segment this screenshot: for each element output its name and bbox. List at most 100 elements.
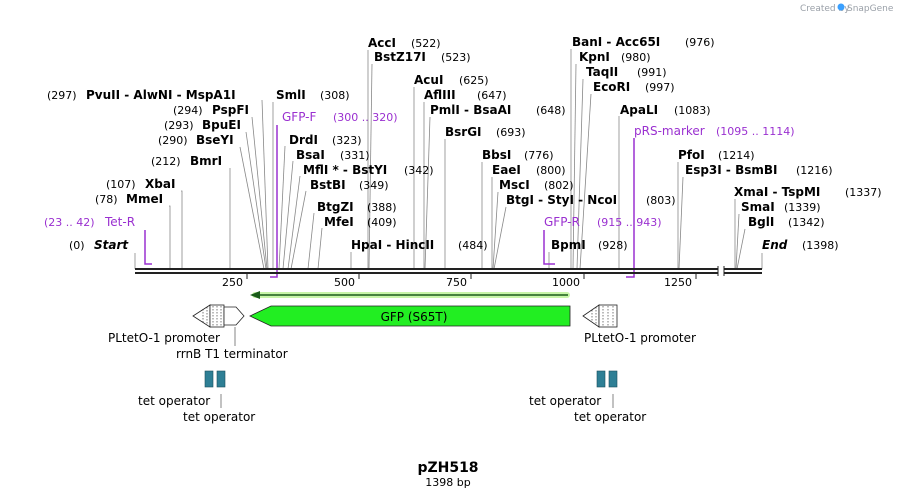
site-position: (802) (544, 179, 574, 192)
site-position: (107) (106, 178, 136, 191)
ruler: 250 500 750 1000 1250 (222, 273, 697, 289)
site-label: EaeI (492, 163, 521, 177)
site-label: End (762, 238, 788, 252)
ruler-tick-label: 1250 (664, 276, 692, 289)
brand-text: SnapGene (847, 4, 894, 14)
site-label: BsrGI (445, 125, 482, 139)
site-position: (800) (536, 164, 566, 177)
site-position: (997) (645, 81, 675, 94)
site-label: MflI * - BstYI (303, 163, 387, 177)
tet-operator-box (596, 370, 606, 388)
site-leader (287, 175, 301, 270)
primer-range: (300 .. 320) (333, 111, 398, 124)
backbone-break (718, 266, 724, 276)
snapgene-logo-icon (837, 3, 845, 11)
site-leader (678, 176, 684, 270)
site-label: BglI (748, 215, 774, 229)
site-label: BanI - Acc65I (572, 35, 660, 49)
gfp-translation-arrow (250, 291, 570, 299)
tet-operators (204, 370, 618, 408)
site-leader (317, 227, 323, 270)
site-label: PvuII - AlwNI - MspA1I (86, 88, 236, 102)
primer-label: pRS-marker (634, 124, 705, 138)
site-label: MmeI (126, 192, 163, 206)
site-label: HpaI - HincII (351, 238, 434, 252)
site-label: XbaI (145, 177, 175, 191)
site-label: AccI (368, 36, 396, 50)
tet-operator-box (204, 370, 214, 388)
site-position: (331) (340, 149, 370, 162)
site-position: (1337) (845, 186, 882, 199)
site-leader (282, 160, 294, 270)
terminator-label: rrnB T1 terminator (176, 347, 288, 361)
site-leader (368, 63, 373, 270)
site-label: MscI (499, 178, 530, 192)
site-leader (239, 146, 265, 270)
site-label: Esp3I - BsmBI (685, 163, 777, 177)
site-label: KpnI (579, 50, 610, 64)
site-position: (484) (458, 239, 488, 252)
primer-range: (915 .. 943) (597, 216, 662, 229)
site-leader (493, 206, 507, 270)
primer-label: Tet-R (104, 215, 135, 229)
site-label: TaqII (586, 65, 618, 79)
site-leader (735, 213, 740, 270)
site-position: (1339) (784, 201, 821, 214)
site-position: (1342) (788, 216, 825, 229)
promoter-left-label: PLtetO-1 promoter (108, 331, 220, 345)
site-position: (522) (411, 37, 441, 50)
site-position: (980) (621, 51, 651, 64)
site-position: (294) (173, 104, 203, 117)
site-position: (349) (359, 179, 389, 192)
site-leader (307, 212, 315, 270)
site-leader (579, 93, 592, 270)
primer-labels: Tet-R (23 .. 42) GFP-F (300 .. 320) GFP-… (44, 110, 795, 229)
site-label: BtgZI (317, 200, 354, 214)
site-leader (261, 99, 269, 270)
gfp-feature-arrow (249, 305, 571, 327)
site-position: (212) (151, 155, 181, 168)
site-label: BbsI (482, 148, 511, 162)
site-leader (424, 116, 431, 270)
site-position: (290) (158, 134, 188, 147)
ruler-tick-label: 1000 (552, 276, 580, 289)
site-leader (492, 191, 499, 270)
site-leader (572, 63, 577, 270)
site-label: Start (94, 238, 129, 252)
primer-prs-marker-marker (626, 138, 635, 278)
site-position: (388) (367, 201, 397, 214)
site-position: (323) (332, 134, 362, 147)
site-leader (169, 205, 171, 269)
site-leader (576, 78, 584, 270)
site-position: (0) (69, 239, 85, 252)
plasmid-name: pZH518 (417, 460, 478, 476)
site-label: BmrI (190, 154, 222, 168)
site-label: BtgI - StyI - NcoI (506, 193, 617, 207)
site-label: PspFI (212, 103, 249, 117)
site-position: (342) (404, 164, 434, 177)
primer-gfp-r-marker (543, 230, 555, 265)
site-label: AcuI (414, 73, 443, 87)
site-position: (928) (598, 239, 628, 252)
site-label: XmaI - TspMI (734, 185, 820, 199)
site-leader (181, 190, 183, 269)
site-position: (308) (320, 89, 350, 102)
site-position: (776) (524, 149, 554, 162)
site-position: (78) (95, 193, 118, 206)
promoter-right-arrow (582, 304, 600, 328)
promoter-left (192, 304, 225, 328)
primer-range: (1095 .. 1114) (716, 125, 795, 138)
site-leader (736, 228, 746, 270)
ruler-tick-label: 250 (222, 276, 243, 289)
promoter-left-hatch (202, 306, 222, 326)
tet-operator-label: tet operator (138, 394, 210, 408)
site-position: (297) (47, 89, 77, 102)
site-leader-lines (134, 49, 763, 270)
promoter-right-hatch (591, 306, 614, 326)
site-label: BsaI (296, 148, 325, 162)
site-label: BstZ17I (374, 50, 426, 64)
primer-markers (144, 125, 635, 278)
site-label: DrdI (289, 133, 318, 147)
site-label: ApaLI (620, 103, 658, 117)
backbone (135, 266, 762, 276)
